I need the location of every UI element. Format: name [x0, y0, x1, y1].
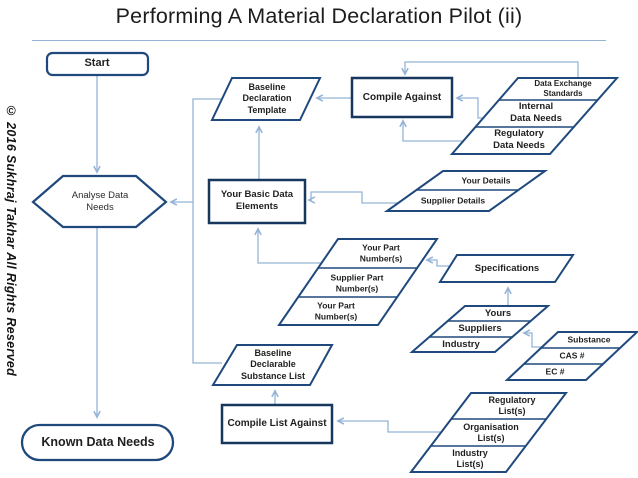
- start-label: Start: [84, 57, 110, 70]
- specifications-label: Specifications: [474, 263, 540, 275]
- connector-lists-to-compilelist: [336, 417, 441, 433]
- data-exchange-standards-label: Data Exchange Standards: [534, 79, 592, 98]
- your-basic-data-elements-box: [207, 178, 307, 225]
- details-stack: [383, 170, 549, 212]
- internal-data-needs-label: Internal Data Needs: [510, 101, 562, 124]
- compile-list-against-label: Compile List Against: [227, 417, 327, 429]
- your-part-numbers-1-label: Your Part Number(s): [359, 242, 403, 263]
- substance-label: Substance: [567, 334, 611, 345]
- substance-list-label: Baseline Declarable Substance List: [240, 348, 306, 381]
- connector-standards-loop-to-compileagainst: [401, 61, 579, 78]
- compile-list-against-box: [220, 403, 334, 445]
- yours-label: Yours: [484, 308, 512, 320]
- connector-partstack-to-basic: [254, 227, 321, 264]
- supplier-details-label: Supplier Details: [420, 195, 486, 206]
- specifications-parallelogram: [438, 254, 575, 283]
- compile-against-label: Compile Against: [362, 91, 442, 103]
- your-details-label: Your Details: [461, 175, 511, 186]
- start-node: [45, 51, 150, 77]
- connector-internal-to-compileagainst: [455, 94, 483, 119]
- connector-feedback-rail: [192, 98, 222, 364]
- regulatory-data-needs-label: Regulatory Data Needs: [493, 128, 545, 151]
- your-part-numbers-2-label: Your Part Number(s): [314, 300, 358, 321]
- yours-suppliers-industry-stack: [409, 305, 551, 353]
- basic-elements-label: Your Basic Data Elements: [220, 189, 294, 212]
- analyse-label: Analyse Data Needs: [71, 190, 129, 213]
- supplier-part-numbers-label: Supplier Part Number(s): [330, 272, 384, 293]
- page-title: Performing A Material Declaration Pilot …: [115, 4, 523, 28]
- known-data-needs-label: Known Data Needs: [41, 435, 155, 450]
- copyright-vertical-text: © 2016 Sukhraj Takhar All Rights Reserve…: [4, 103, 18, 376]
- connector-details-to-basic: [307, 191, 397, 204]
- data-needs-stack: [449, 77, 620, 155]
- analyse-data-needs-hexagon: [31, 174, 168, 229]
- connector-regulatory-to-compileagainst: [399, 119, 462, 142]
- regulatory-lists-label: Regulatory List(s): [488, 394, 536, 416]
- template-label: Baseline Declaration Template: [242, 82, 292, 115]
- industry-label: Industry: [442, 339, 480, 351]
- connector-substance-to-suppliers: [522, 329, 542, 348]
- ec-number-label: EC #: [545, 366, 565, 377]
- industry-lists-label: Industry List(s): [452, 447, 488, 469]
- organisation-lists-label: Organisation List(s): [463, 421, 519, 443]
- cas-number-label: CAS #: [559, 350, 585, 361]
- title-underline: [32, 40, 606, 41]
- compile-against-box: [350, 76, 454, 119]
- connector-specs-to-partstack: [425, 256, 450, 267]
- suppliers-label: Suppliers: [458, 323, 502, 335]
- baseline-declarable-substance-list-parallelogram: [211, 344, 334, 386]
- known-data-needs-terminator: [20, 423, 175, 462]
- baseline-declaration-template-parallelogram: [210, 77, 322, 121]
